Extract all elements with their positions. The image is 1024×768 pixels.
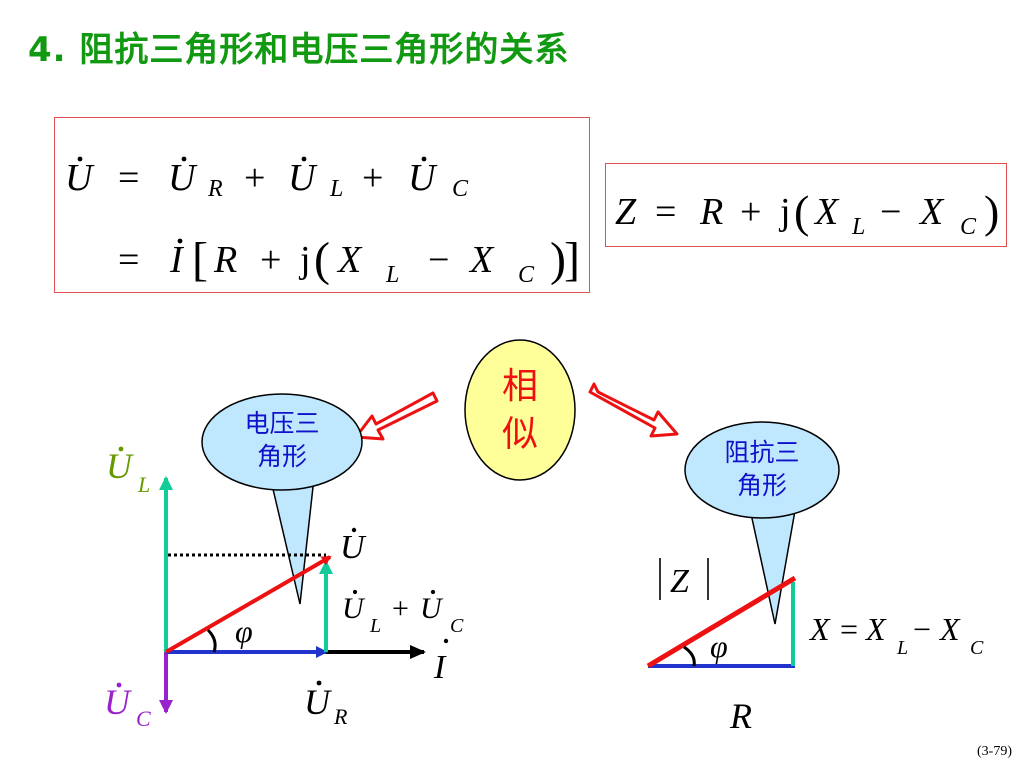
voltage-equation: U = U R + U L + U C = I [ R + j ( X L − … <box>65 156 580 288</box>
ulc-label-a: U <box>342 592 366 625</box>
x-label: X <box>808 611 831 647</box>
phi-label: φ <box>710 628 728 664</box>
sub-l: L <box>851 214 865 240</box>
similar-char-2: 似 <box>502 414 538 455</box>
xl-label: X <box>864 611 887 647</box>
ul-label: U <box>106 446 134 486</box>
callout-text-line2: 角形 <box>737 471 787 500</box>
ul-label-sub: L <box>137 472 150 497</box>
dot-accent <box>351 527 357 533</box>
ulc-label-b: U <box>420 592 444 625</box>
phi-arc <box>683 645 696 667</box>
eq-x: X <box>468 239 495 281</box>
uc-label-sub: C <box>136 706 151 731</box>
ulc-label-b-sub: C <box>450 615 464 637</box>
impedance-triangle-diagram: Z φ R X = X L − X C <box>646 558 984 736</box>
slide-title: 4. 阻抗三角形和电压三角形的关系 <box>28 30 570 70</box>
svg-text:]: ] <box>564 233 580 286</box>
r-label: R <box>729 696 752 736</box>
eq-x: X <box>813 191 840 233</box>
ur-label-sub: R <box>333 704 348 729</box>
eq-r: R <box>213 239 237 281</box>
hollow-arrow-right-icon <box>588 382 679 438</box>
dot-accent <box>352 589 358 595</box>
eq-x: X <box>918 191 945 233</box>
svg-text:(: ( <box>314 233 330 286</box>
impedance-equation: Z = R + j ( X L − X C ) <box>615 186 999 240</box>
u-label: U <box>340 529 367 566</box>
dot-accent <box>443 638 449 644</box>
dot-accent <box>118 446 124 452</box>
eq-u: U <box>65 157 95 199</box>
callout-text-line2: 角形 <box>257 442 307 471</box>
impedance-equation-box <box>605 163 1007 247</box>
dot-accent <box>116 682 122 688</box>
svg-text:=: = <box>118 239 139 281</box>
eq-ul: U <box>288 157 318 199</box>
svg-text:+: + <box>244 157 265 199</box>
eq-uc: U <box>408 157 438 199</box>
eq-r: R <box>699 191 723 233</box>
uc-label: U <box>104 682 132 722</box>
callout-text-line1: 阻抗三 <box>724 438 799 467</box>
svg-text:+: + <box>362 157 383 199</box>
hollow-arrow-left-icon <box>354 391 439 441</box>
dot-accent <box>77 156 83 162</box>
phi-arc <box>206 628 217 653</box>
dot-accent <box>177 238 183 244</box>
page-number: (3-79) <box>977 744 1012 759</box>
callout-text-line1: 电压三 <box>244 409 319 438</box>
eq-ur: U <box>168 157 198 199</box>
z-hypotenuse <box>646 575 797 669</box>
sub-c: C <box>452 176 469 202</box>
eq-x: X <box>336 239 363 281</box>
eq-i: I <box>169 239 185 281</box>
impedance-triangle-callout: 阻抗三 角形 <box>684 421 840 625</box>
svg-text:−: − <box>880 191 901 233</box>
phi-label: φ <box>235 613 253 649</box>
dot-accent <box>301 156 307 162</box>
eq-z: Z <box>615 191 637 233</box>
svg-text:+: + <box>260 239 281 281</box>
absz-label: Z <box>670 563 690 600</box>
u-vector <box>164 555 332 654</box>
voltage-phasor-diagram: U L U C U φ U L + U C I U R <box>104 446 464 731</box>
ulc-label-a-sub: L <box>369 615 381 637</box>
svg-text:−: − <box>428 239 449 281</box>
sub-l: L <box>385 262 399 288</box>
xc-label-sub: C <box>970 637 984 659</box>
svg-text:[: [ <box>192 233 208 286</box>
svg-text:): ) <box>984 186 999 237</box>
dot-accent <box>430 589 436 595</box>
dot-accent <box>421 156 427 162</box>
dot-accent <box>316 680 322 686</box>
svg-text:−: − <box>913 611 931 647</box>
sub-c: C <box>518 262 535 288</box>
similar-badge: 相 似 <box>464 339 576 481</box>
svg-text:+: + <box>392 592 409 625</box>
similar-char-1: 相 <box>502 366 538 407</box>
eq-j: j <box>298 239 311 281</box>
dot-accent <box>181 156 187 162</box>
svg-text:=: = <box>840 611 858 647</box>
svg-text:): ) <box>550 233 566 286</box>
xc-label: X <box>938 611 961 647</box>
sub-r: R <box>207 176 223 202</box>
svg-text:+: + <box>740 191 761 233</box>
i-label: I <box>433 649 447 686</box>
svg-text:=: = <box>118 157 139 199</box>
ur-label: U <box>304 682 332 722</box>
svg-text:=: = <box>655 191 676 233</box>
eq-j: j <box>778 191 791 233</box>
svg-text:(: ( <box>794 186 809 237</box>
sub-c: C <box>960 214 977 240</box>
sub-l: L <box>329 176 343 202</box>
voltage-triangle-callout: 电压三 角形 <box>201 393 363 605</box>
xl-label-sub: L <box>896 637 908 659</box>
voltage-equation-box <box>54 117 590 293</box>
